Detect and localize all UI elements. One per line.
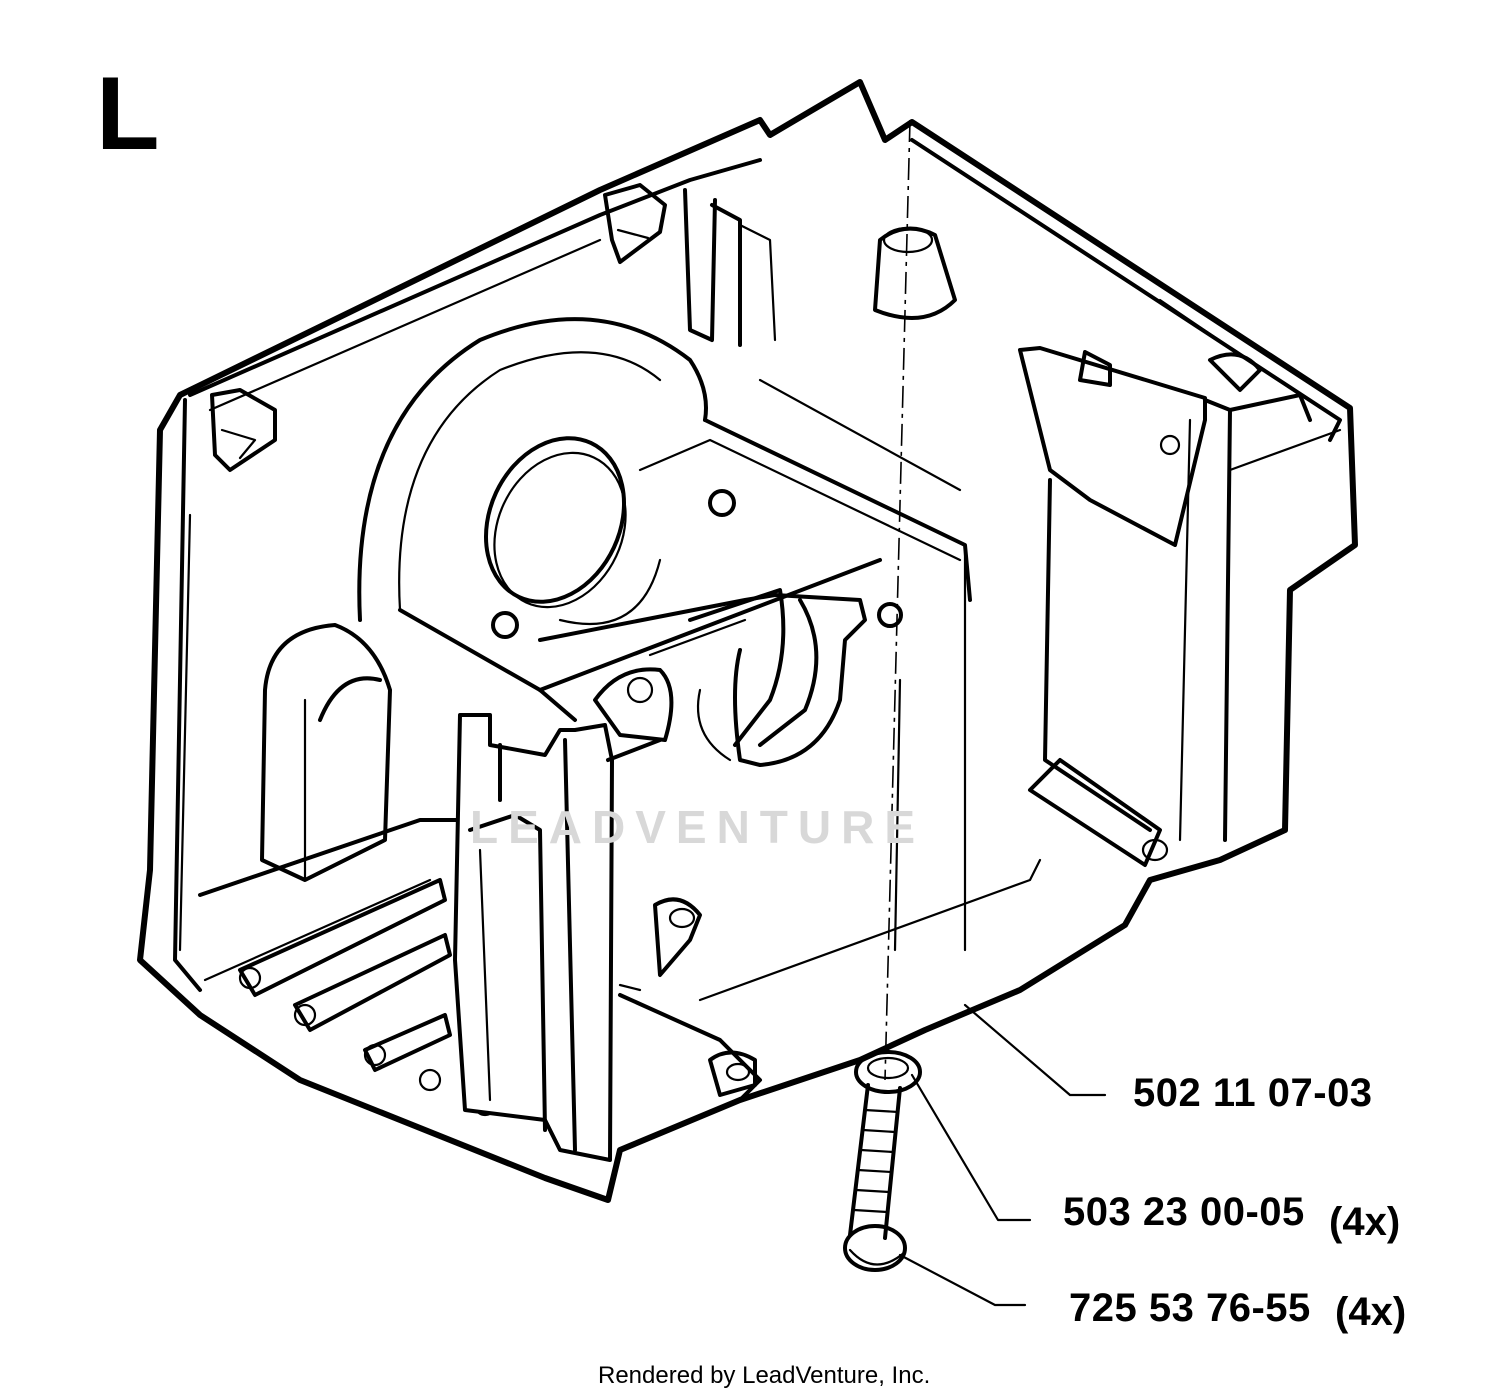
part-number-label: 502 11 07-03: [1133, 1071, 1373, 1115]
cylinder-bore: [357, 119, 972, 1081]
part-quantity: (4x): [1335, 1290, 1407, 1334]
part-quantity: (4x): [1329, 1200, 1401, 1244]
left-cavity: [198, 623, 497, 1117]
leader-lines: [898, 1003, 1107, 1307]
intake-flange: [538, 588, 867, 767]
floor-bosses: [618, 858, 1042, 1102]
cylinder-housing: [137, 79, 1358, 1203]
part-number-label: 725 53 76-55: [1069, 1286, 1311, 1330]
part-number-label: 503 23 00-05: [1063, 1190, 1305, 1234]
footer-credit: Rendered by LeadVenture, Inc.: [598, 1362, 931, 1389]
front-plate: [453, 713, 662, 1162]
screw-and-washer: [843, 1050, 922, 1272]
watermark: LEADVENTURE: [470, 801, 926, 853]
section-letter: L: [96, 56, 160, 172]
